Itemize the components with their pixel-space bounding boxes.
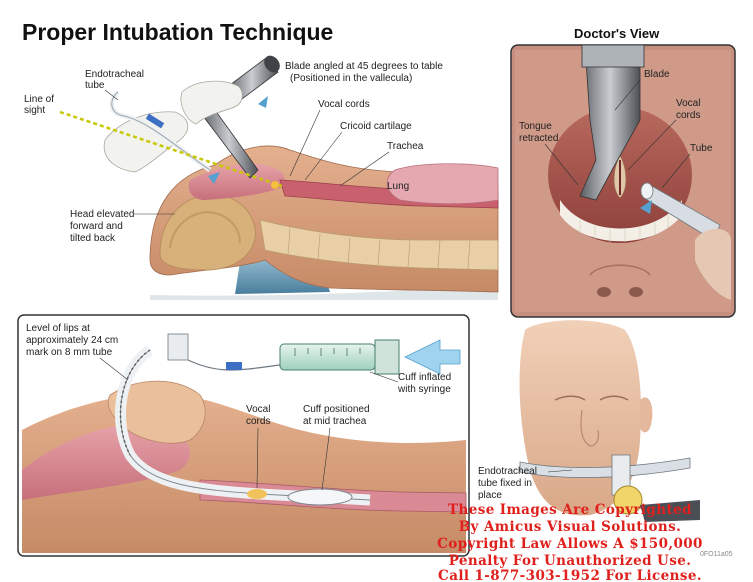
label-et-tube-1: Endotracheal bbox=[85, 69, 144, 80]
nostril-left bbox=[597, 287, 611, 297]
closed-eye-right bbox=[599, 395, 629, 401]
table-surface bbox=[150, 285, 498, 300]
label-dv-vocal-1: Vocal bbox=[676, 98, 700, 109]
top-panel-illustration bbox=[59, 55, 499, 300]
syringe-barrel bbox=[279, 343, 376, 371]
blade-handle bbox=[581, 44, 645, 68]
tube-connector-top bbox=[167, 333, 189, 361]
lung bbox=[386, 163, 499, 205]
copyright-line-1: These Images Are Copyrighted bbox=[448, 502, 692, 518]
label-blade: Blade bbox=[644, 69, 670, 80]
image-code: 0FO11a05 bbox=[700, 551, 733, 558]
nostril-right bbox=[629, 287, 643, 297]
cranium bbox=[159, 194, 256, 271]
label-lung: Lung bbox=[387, 181, 409, 192]
closed-eye-left bbox=[554, 395, 586, 401]
bottom-panel bbox=[17, 314, 470, 557]
cranium-fold bbox=[169, 210, 241, 249]
label-cuff-pos-1: Cuff positioned bbox=[303, 404, 370, 415]
label-blade-angle-2: (Positioned in the vallecula) bbox=[290, 73, 412, 84]
handle-cap bbox=[264, 55, 280, 73]
ear bbox=[640, 397, 653, 433]
vertebrae bbox=[287, 227, 471, 270]
top-panel-labels: Endotracheal tube Line of sight Blade an… bbox=[24, 61, 443, 244]
vocal-cords-target bbox=[271, 181, 279, 189]
depth-markings bbox=[119, 349, 151, 456]
label-tube: Tube bbox=[690, 143, 713, 154]
tube-connector bbox=[145, 113, 165, 129]
label-tongue-2: retracted bbox=[519, 133, 558, 144]
label-lips-3: mark on 8 mm tube bbox=[26, 347, 113, 358]
pharynx bbox=[22, 424, 190, 500]
doctors-view-title: Doctor's View bbox=[574, 26, 660, 41]
pilot-valve bbox=[226, 362, 242, 370]
label-cuff-inflated-1: Cuff inflated bbox=[398, 372, 451, 383]
nose bbox=[580, 409, 600, 447]
left-hand bbox=[103, 111, 189, 173]
hand-holding-tube bbox=[695, 228, 731, 300]
tube-holder-strap bbox=[519, 457, 691, 478]
label-tube-fixed-3: place bbox=[478, 490, 502, 501]
insert-arrow bbox=[208, 172, 220, 184]
syringe-markings bbox=[294, 348, 361, 356]
face-panel-labels: Endotracheal tube fixed in place bbox=[478, 466, 573, 501]
copyright-line-3: Copyright Law Allows A $150,000 bbox=[437, 536, 703, 552]
doctors-view-panel bbox=[510, 44, 736, 318]
label-cuff-inflated-2: with syringe bbox=[397, 384, 451, 395]
label-head-3: tilted back bbox=[70, 233, 116, 244]
label-bottom-vocal-2: cords bbox=[246, 416, 270, 427]
label-dv-vocal-2: cords bbox=[676, 110, 700, 121]
tube-arrow bbox=[640, 200, 652, 214]
copyright-line-4: Penalty For Unauthorized Use. bbox=[449, 553, 692, 569]
push-arrow bbox=[404, 339, 461, 375]
doctors-view-labels: Blade Vocal cords Tongue retracted Tube bbox=[519, 69, 713, 189]
copyright-watermark: These Images Are Copyrighted By Amicus V… bbox=[437, 502, 703, 582]
copyright-line-5: Call 1-877-303-1952 For License. bbox=[438, 568, 702, 582]
lower-teeth bbox=[560, 200, 682, 242]
lift-arrow bbox=[258, 96, 268, 108]
label-tube-fixed-1: Endotracheal bbox=[478, 466, 537, 477]
oral-cavity bbox=[188, 163, 285, 200]
syringe-plunger bbox=[374, 339, 400, 375]
teeth-lines bbox=[579, 215, 669, 242]
label-cricoid: Cricoid cartilage bbox=[340, 121, 412, 132]
label-line-of-sight-2: sight bbox=[24, 105, 45, 116]
label-tube-fixed-2: tube fixed in bbox=[478, 478, 532, 489]
label-cuff-pos-2: at mid trachea bbox=[303, 416, 367, 427]
label-line-of-sight-1: Line of bbox=[24, 94, 54, 105]
label-trachea: Trachea bbox=[387, 141, 424, 152]
page-title: Proper Intubation Technique bbox=[22, 19, 333, 45]
bottom-panel-labels: Level of lips at approximately 24 cm mar… bbox=[26, 323, 451, 491]
label-lips-1: Level of lips at bbox=[26, 323, 90, 334]
label-head-2: forward and bbox=[70, 221, 123, 232]
label-et-tube-2: tube bbox=[85, 80, 105, 91]
ventilator-hose bbox=[640, 500, 700, 522]
bag-connector bbox=[613, 485, 643, 515]
label-head-1: Head elevated bbox=[70, 209, 135, 220]
label-bottom-vocal-1: Vocal bbox=[246, 404, 270, 415]
label-blade-angle-1: Blade angled at 45 degrees to table bbox=[285, 61, 443, 72]
copyright-line-2: By Amicus Visual Solutions. bbox=[459, 519, 682, 535]
face-panel bbox=[519, 320, 700, 522]
label-vocal-cords: Vocal cords bbox=[318, 99, 370, 110]
label-lips-2: approximately 24 cm bbox=[26, 335, 118, 346]
label-tongue-1: Tongue bbox=[519, 121, 552, 132]
right-hand bbox=[180, 80, 243, 125]
cuff bbox=[287, 488, 353, 506]
vocal-cords-lower bbox=[247, 489, 267, 499]
